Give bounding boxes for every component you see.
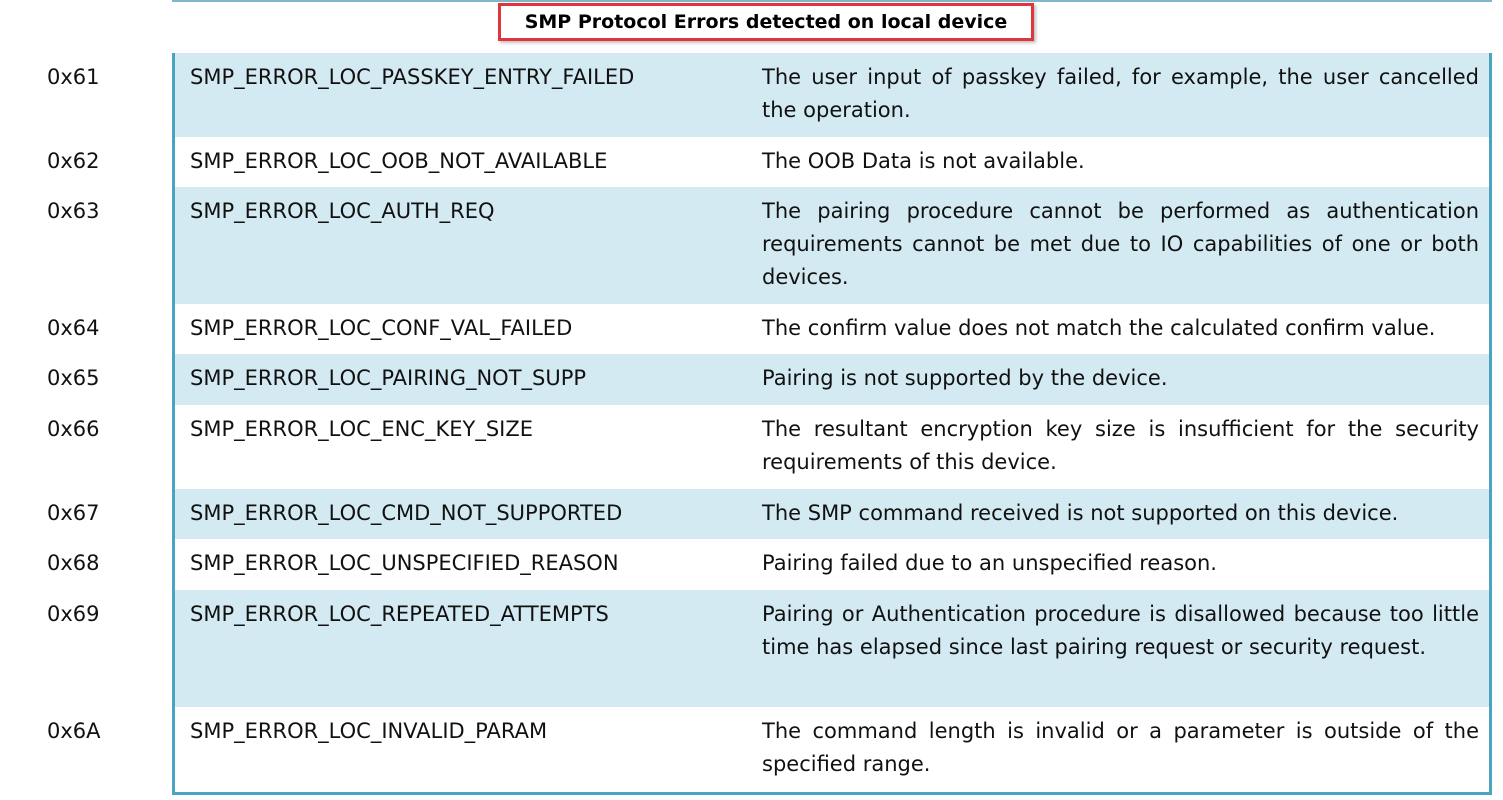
error-description: The user input of passkey failed, for ex… — [762, 65, 1479, 122]
error-name: SMP_ERROR_LOC_REPEATED_ATTEMPTS — [190, 602, 609, 626]
table-row: 0x62 SMP_ERROR_LOC_OOB_NOT_AVAILABLE The… — [0, 137, 1503, 187]
error-description: The resultant encryption key size is ins… — [762, 417, 1479, 474]
error-name: SMP_ERROR_LOC_INVALID_PARAM — [190, 719, 548, 743]
table-row: 0x67 SMP_ERROR_LOC_CMD_NOT_SUPPORTED The… — [0, 489, 1503, 539]
error-name: SMP_ERROR_LOC_CMD_NOT_SUPPORTED — [190, 501, 623, 525]
error-name: SMP_ERROR_LOC_AUTH_REQ — [190, 199, 495, 223]
error-name: SMP_ERROR_LOC_CONF_VAL_FAILED — [190, 316, 573, 340]
error-code: 0x68 — [47, 551, 100, 575]
error-description: Pairing or Authentication procedure is d… — [762, 602, 1479, 659]
row-band — [175, 187, 1489, 304]
error-code: 0x62 — [47, 149, 100, 173]
table-caption: SMP Protocol Errors detected on local de… — [498, 3, 1034, 41]
table-row: 0x64 SMP_ERROR_LOC_CONF_VAL_FAILED The c… — [0, 304, 1503, 354]
table-row: 0x66 SMP_ERROR_LOC_ENC_KEY_SIZE The resu… — [0, 405, 1503, 489]
table-row: 0x63 SMP_ERROR_LOC_AUTH_REQ The pairing … — [0, 187, 1503, 304]
error-description: The OOB Data is not available. — [762, 149, 1085, 173]
error-name: SMP_ERROR_LOC_UNSPECIFIED_REASON — [190, 551, 619, 575]
row-band — [175, 53, 1489, 137]
row-band — [175, 354, 1489, 405]
table-row: 0x69 SMP_ERROR_LOC_REPEATED_ATTEMPTS Pai… — [0, 590, 1503, 707]
table-row: 0x68 SMP_ERROR_LOC_UNSPECIFIED_REASON Pa… — [0, 539, 1503, 590]
table-row: 0x6A SMP_ERROR_LOC_INVALID_PARAM The com… — [0, 707, 1503, 792]
error-name: SMP_ERROR_LOC_PASSKEY_ENTRY_FAILED — [190, 65, 635, 89]
error-description: The confirm value does not match the cal… — [762, 316, 1436, 340]
table-row: 0x65 SMP_ERROR_LOC_PAIRING_NOT_SUPP Pair… — [0, 354, 1503, 405]
error-description: The command length is invalid or a param… — [762, 719, 1479, 776]
error-code: 0x63 — [47, 199, 100, 223]
error-code: 0x65 — [47, 366, 100, 390]
caption-row: SMP Protocol Errors detected on local de… — [172, 0, 1492, 53]
error-code: 0x69 — [47, 602, 100, 626]
error-description: Pairing is not supported by the device. — [762, 366, 1168, 390]
error-code: 0x6A — [47, 719, 101, 743]
error-code: 0x61 — [47, 65, 100, 89]
table-frame — [172, 53, 1492, 795]
row-band — [175, 489, 1489, 539]
error-name: SMP_ERROR_LOC_ENC_KEY_SIZE — [190, 417, 534, 441]
table-row: 0x61 SMP_ERROR_LOC_PASSKEY_ENTRY_FAILED … — [0, 53, 1503, 137]
error-code: 0x64 — [47, 316, 100, 340]
error-description: The pairing procedure cannot be performe… — [762, 199, 1479, 289]
table-top-edge — [172, 0, 1492, 2]
row-band — [175, 590, 1489, 707]
error-description: The SMP command received is not supporte… — [762, 501, 1399, 525]
error-description: Pairing failed due to an unspecified rea… — [762, 551, 1217, 575]
error-name: SMP_ERROR_LOC_OOB_NOT_AVAILABLE — [190, 149, 608, 173]
error-code: 0x66 — [47, 417, 100, 441]
error-code: 0x67 — [47, 501, 100, 525]
error-name: SMP_ERROR_LOC_PAIRING_NOT_SUPP — [190, 366, 587, 390]
